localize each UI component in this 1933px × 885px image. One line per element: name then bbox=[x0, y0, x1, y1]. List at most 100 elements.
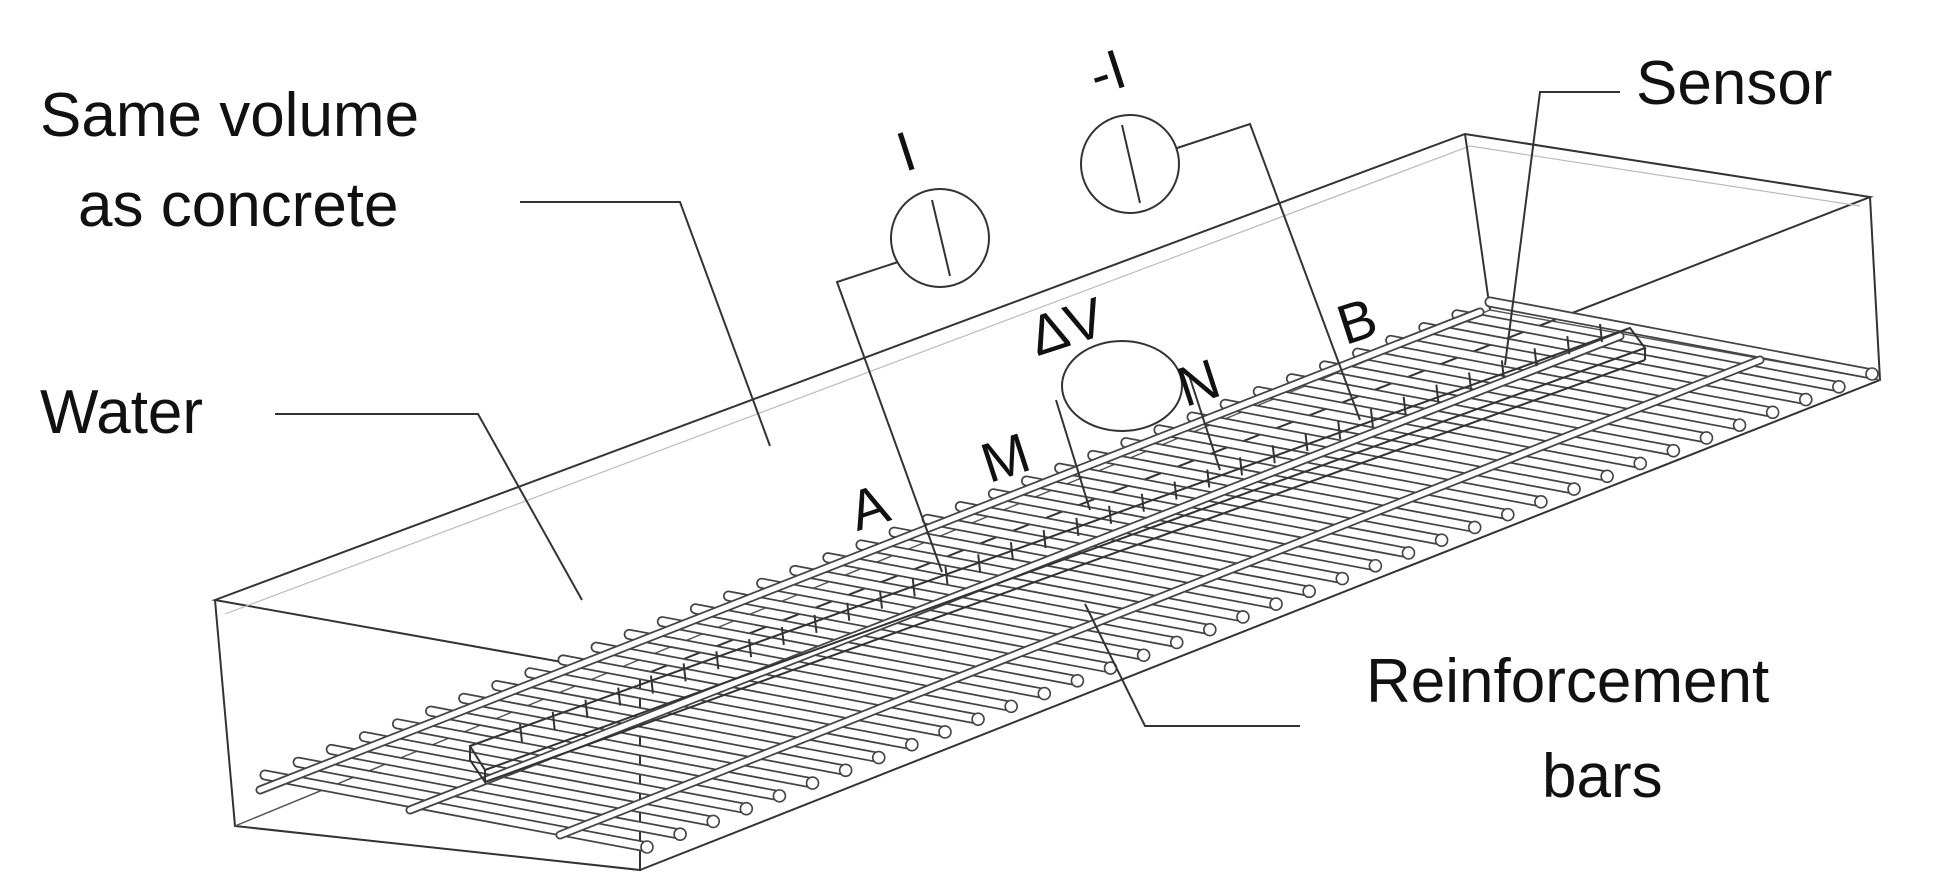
sensor-electrodes bbox=[519, 323, 1603, 743]
transverse-bar-fill bbox=[1022, 477, 1413, 557]
electrode bbox=[1108, 505, 1113, 524]
leader-sensor bbox=[1504, 91, 1620, 366]
transverse-bar-fill bbox=[824, 553, 1214, 634]
bar-end bbox=[1401, 546, 1416, 560]
transverse-bar-fill bbox=[559, 656, 949, 736]
transverse-bar-fill bbox=[757, 579, 1148, 659]
bar-end bbox=[1070, 674, 1085, 688]
transverse-bar-fill bbox=[989, 490, 1380, 570]
electrode bbox=[682, 663, 687, 682]
electrode bbox=[1500, 360, 1505, 379]
bar-end bbox=[1169, 635, 1184, 650]
electrode bbox=[1271, 445, 1276, 464]
bar-end bbox=[640, 840, 654, 854]
bar-end bbox=[1335, 571, 1350, 586]
label-point-b: B bbox=[1329, 285, 1384, 356]
leader-water bbox=[275, 413, 583, 601]
electrode bbox=[1533, 348, 1538, 367]
voltmeter-circuit bbox=[1055, 340, 1221, 511]
leader-reinforcement bbox=[1084, 603, 1300, 727]
transverse-bar-fill bbox=[1287, 374, 1678, 455]
bar-end bbox=[1368, 558, 1383, 573]
electrode bbox=[1239, 457, 1243, 476]
bar-end bbox=[1865, 367, 1879, 381]
bar-end bbox=[739, 801, 754, 816]
electrode bbox=[879, 590, 883, 609]
bar-end bbox=[1633, 456, 1648, 471]
transverse-bar-fill bbox=[1155, 426, 1545, 506]
electrode bbox=[1304, 432, 1309, 452]
bar-end bbox=[905, 737, 919, 752]
electrode bbox=[649, 675, 654, 694]
bar-end bbox=[1699, 431, 1714, 445]
electrode bbox=[584, 699, 589, 718]
transverse-bar-fill bbox=[1453, 311, 1843, 391]
electrode bbox=[617, 687, 622, 706]
electrode bbox=[977, 554, 982, 573]
electrode bbox=[944, 566, 949, 585]
electrode bbox=[1468, 372, 1473, 391]
transverse-bar-fill bbox=[956, 502, 1347, 583]
transverse-bar-fill bbox=[592, 643, 982, 723]
transverse-bar-fill bbox=[459, 694, 850, 775]
transverse-bar-fill bbox=[691, 605, 1082, 685]
bar-end bbox=[1501, 507, 1515, 522]
transverse-bar-fill bbox=[1221, 400, 1611, 481]
bar-end bbox=[1203, 622, 1217, 637]
electrode bbox=[813, 614, 818, 634]
bar-end bbox=[1136, 648, 1151, 663]
electrode bbox=[1369, 408, 1374, 427]
bar-end bbox=[1037, 686, 1052, 701]
electrode bbox=[1402, 396, 1407, 415]
bar-end bbox=[1269, 597, 1283, 611]
label-same-volume-line1: Same volume bbox=[40, 81, 419, 150]
current-source-circuit bbox=[835, 188, 990, 573]
electrode bbox=[551, 711, 556, 730]
bar-end bbox=[673, 827, 687, 842]
bar-end bbox=[1765, 405, 1780, 420]
electrode bbox=[715, 651, 720, 670]
reinforcement-bars bbox=[255, 296, 1879, 854]
leader-same-volume bbox=[520, 201, 771, 447]
bar-end bbox=[706, 814, 721, 829]
transverse-bar-fill bbox=[1486, 298, 1876, 378]
transverse-bar-fill bbox=[658, 617, 1049, 698]
electrode bbox=[1337, 420, 1342, 440]
label-same-volume-line2: as concrete bbox=[78, 171, 399, 240]
longitudinal-bar-fill bbox=[407, 333, 1623, 813]
bar-end bbox=[1004, 699, 1018, 714]
electrode bbox=[846, 602, 851, 621]
electrode bbox=[1140, 493, 1145, 512]
current-sink-circuit bbox=[1080, 114, 1361, 421]
bar-end bbox=[1467, 520, 1482, 535]
transverse-bar-fill bbox=[857, 541, 1247, 621]
transverse-bar-fill bbox=[1386, 336, 1777, 417]
label-point-a: A bbox=[841, 471, 897, 543]
transverse-bar-fill bbox=[890, 528, 1280, 608]
label-sensor: Sensor bbox=[1636, 49, 1832, 118]
transverse-bar-fill bbox=[1353, 349, 1744, 429]
bar-end bbox=[838, 763, 853, 778]
transverse-bar-fill bbox=[526, 668, 916, 749]
bar-end bbox=[1832, 379, 1846, 394]
electrode bbox=[1009, 542, 1014, 561]
voltmeter bbox=[1061, 340, 1183, 432]
transverse-bar-fill bbox=[790, 566, 1181, 647]
electrode bbox=[911, 578, 916, 597]
sensor-strip bbox=[468, 326, 1647, 786]
electrode bbox=[1173, 481, 1178, 500]
transverse-bar-fill bbox=[360, 732, 751, 813]
bar-end bbox=[871, 750, 886, 765]
transverse-bar-fill bbox=[1188, 413, 1578, 493]
bar-end bbox=[772, 789, 787, 803]
bar-end bbox=[1434, 533, 1449, 547]
bar-end bbox=[1534, 495, 1548, 509]
electrode bbox=[1435, 384, 1440, 403]
bar-end bbox=[805, 776, 820, 790]
electrode bbox=[1566, 336, 1571, 355]
bar-end bbox=[971, 712, 985, 726]
bar-end bbox=[1236, 610, 1250, 624]
label-reinforcement-line2: bars bbox=[1542, 742, 1663, 811]
transverse-bar-fill bbox=[426, 707, 817, 787]
